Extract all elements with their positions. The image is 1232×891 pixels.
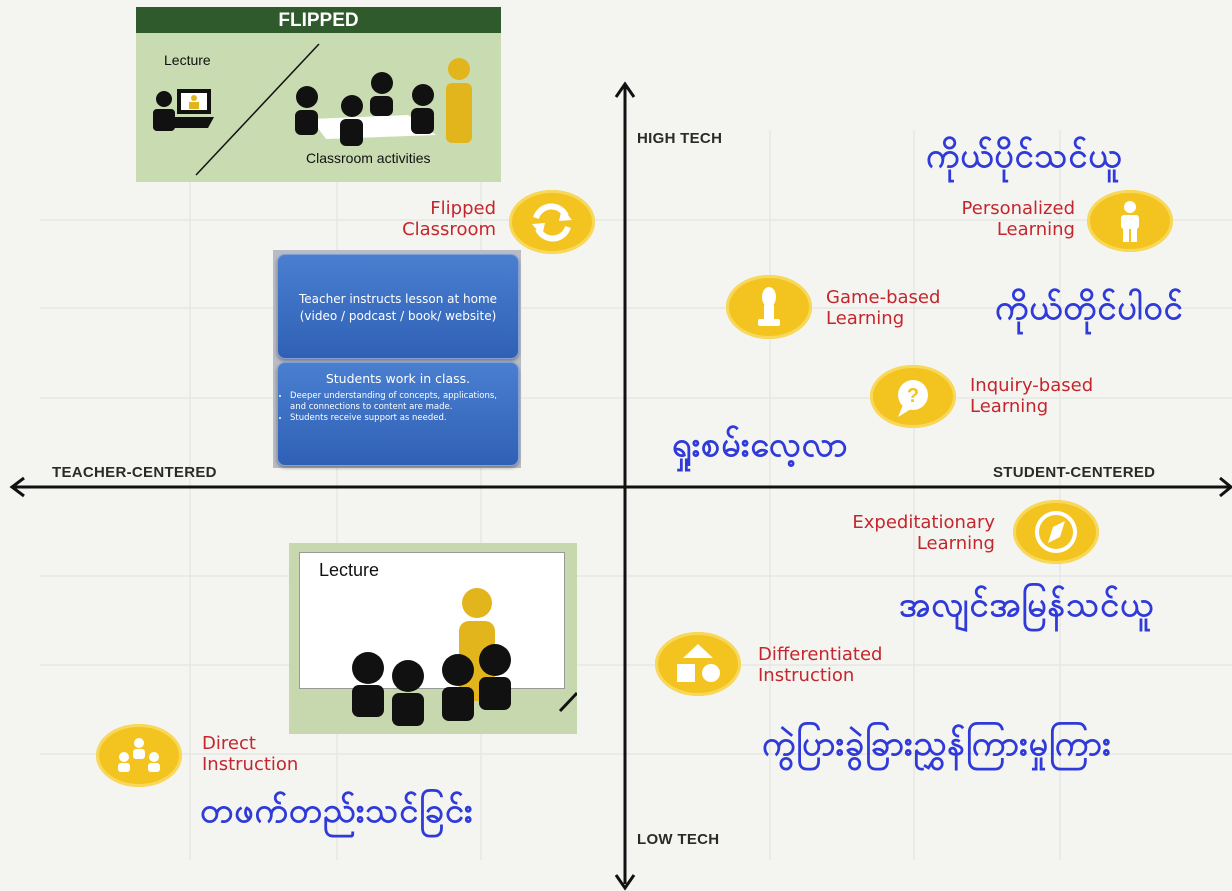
method-flipped-classroom: Flipped Classroom xyxy=(402,198,496,240)
method-differentiated-instruction: Differentiated Instruction xyxy=(758,644,883,686)
flipped-panel-title: FLIPPED xyxy=(136,7,501,33)
step2-bullet: Deeper understanding of concepts, applic… xyxy=(290,391,512,413)
burmese-inquiry-based: ရှုးစမ်းလေ့လာ xyxy=(672,425,849,465)
axis-label-high-tech: HIGH TECH xyxy=(637,130,723,147)
flipped-lecture-label: Lecture xyxy=(164,52,211,68)
flipped-illustration xyxy=(153,43,472,176)
lecture-panel: Lecture xyxy=(289,543,577,734)
burmese-differentiated: ကွဲပြားခွဲခြားညွှန်ကြားမှုကြား xyxy=(762,724,1112,764)
compass-icon xyxy=(1013,500,1099,564)
step2-bullet: Students receive support as needed. xyxy=(290,413,512,424)
flipped-activities-label: Classroom activities xyxy=(306,150,431,166)
step-students-work: Students work in class. Deeper understan… xyxy=(277,362,519,466)
method-inquiry-based-learning: Inquiry-based Learning xyxy=(970,375,1094,417)
flipped-panel: FLIPPED Lecture Classroom activities xyxy=(136,7,501,182)
step2-title: Students work in class. xyxy=(325,371,471,386)
method-personalized-learning: Personalized Learning xyxy=(961,198,1075,240)
method-game-based-learning: Game-based Learning xyxy=(826,287,941,329)
burmese-personalized: ကိုယ်ပိုင်သင်ယူ xyxy=(926,136,1123,176)
flipped-steps-panel: Teacher instructs lesson at home (video … xyxy=(273,250,521,468)
axis-label-low-tech: LOW TECH xyxy=(637,831,720,848)
burmese-direct: တဖက်တည်းသင်ခြင်း xyxy=(200,791,474,831)
shapes-icon xyxy=(655,632,741,696)
axis-label-teacher-centered: TEACHER-CENTERED xyxy=(52,464,217,481)
axis-label-student-centered: STUDENT-CENTERED xyxy=(993,464,1156,481)
burmese-game-based: ကိုယ်တိုင်ပါဝင် xyxy=(995,288,1184,328)
step1-text: Teacher instructs lesson at home (video … xyxy=(298,292,498,323)
lecture-illustration xyxy=(352,588,577,726)
burmese-expeditionary: အလျင်အမြန်သင်ယူ xyxy=(899,585,1155,625)
svg-text:?: ? xyxy=(907,385,919,407)
person-icon xyxy=(1087,190,1173,252)
step-teacher-instructs: Teacher instructs lesson at home (video … xyxy=(277,254,519,359)
chess-bishop-icon xyxy=(726,275,812,339)
question-bubble-icon: ? xyxy=(870,365,956,428)
lecture-panel-label: Lecture xyxy=(319,560,380,580)
method-expeditionary-learning: Expeditationary Learning xyxy=(852,512,995,554)
step2-bullet-list: Deeper understanding of concepts, applic… xyxy=(280,391,512,424)
group-icon xyxy=(96,724,182,787)
refresh-icon xyxy=(509,190,595,254)
lecture-screen xyxy=(299,552,565,689)
method-direct-instruction: Direct Instruction xyxy=(202,733,299,775)
